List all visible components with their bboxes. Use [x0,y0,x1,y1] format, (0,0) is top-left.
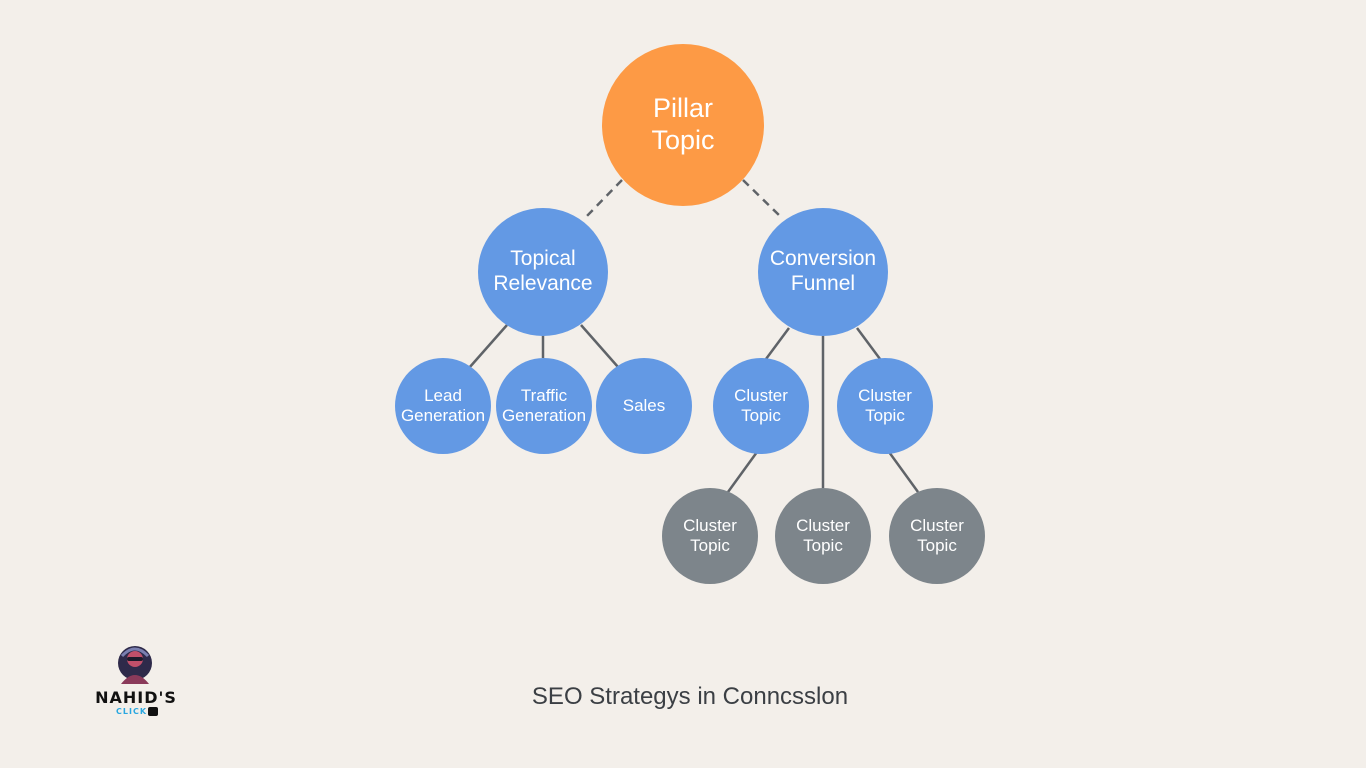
footer-title: SEO Strategys in Conncsslon [531,683,849,710]
leaf-cluster-topic-2-node: Cluster Topic [775,488,871,584]
edge-pillar-conversion [742,179,784,220]
edge-conversion-cluster-right [855,327,882,360]
topical-relevance-label-line1: Topical [510,247,576,271]
leaf-cluster-topic-1-label-line2: Topic [690,536,730,555]
edge-cluster-left-leaf-1 [726,451,759,493]
pillar-topic-label-line2: Topic [651,125,715,155]
sales-node: Sales [596,358,692,454]
avatar-icon [118,646,152,684]
leaf-cluster-topic-2-label-line2: Topic [803,536,843,555]
leaf-cluster-topic-3-label-line2: Topic [917,536,957,555]
traffic-generation-node: Traffic Generation [496,358,592,454]
topical-relevance-label-line2: Relevance [493,272,593,295]
edge-pillar-topical [583,179,623,220]
pillar-topic-label-line1: Pillar [652,93,713,124]
brand-logo: NAHID'S CLICK [86,644,186,720]
conversion-funnel-label-line2: Funnel [790,272,856,295]
leaf-cluster-topic-3-node: Cluster Topic [889,488,985,584]
logo-subtitle: CLICK [116,707,148,716]
conversion-funnel-node: Conversion Funnel [758,208,888,336]
lead-generation-label-line1: Lead [424,385,462,405]
edge-conversion-cluster-left [764,327,791,360]
cluster-topic-left-label-line2: Topic [741,406,781,425]
topical-relevance-node: Topical Relevance [478,208,608,336]
sales-label: Sales [622,395,666,415]
traffic-generation-label-line1: Traffic [520,385,568,405]
cluster-topic-right-node: Cluster Topic [837,358,933,454]
cluster-topic-right-label-line2: Topic [865,406,905,425]
lead-generation-label-line2: Generation [400,406,486,425]
leaf-cluster-topic-1-node: Cluster Topic [662,488,758,584]
lead-generation-node: Lead Generation [395,358,491,454]
conversion-funnel-label-line1: Conversion [769,247,877,271]
cluster-topic-left-node: Cluster Topic [713,358,809,454]
leaf-cluster-topic-3-label-line1: Cluster [910,515,964,535]
cluster-topic-right-label-line1: Cluster [858,385,912,405]
leaf-cluster-topic-2-label-line1: Cluster [796,515,850,535]
edge-cluster-right-leaf-3 [887,451,920,493]
logo-name: NAHID'S [95,688,177,707]
edge-topical-lead [468,324,508,369]
pillar-topic-node: Pillar Topic [602,44,764,206]
edge-topical-sales [580,324,619,368]
leaf-cluster-topic-1-label-line1: Cluster [683,515,737,535]
traffic-generation-label-line2: Generation [501,406,587,425]
play-icon [148,707,158,716]
cluster-topic-left-label-line1: Cluster [734,385,788,405]
